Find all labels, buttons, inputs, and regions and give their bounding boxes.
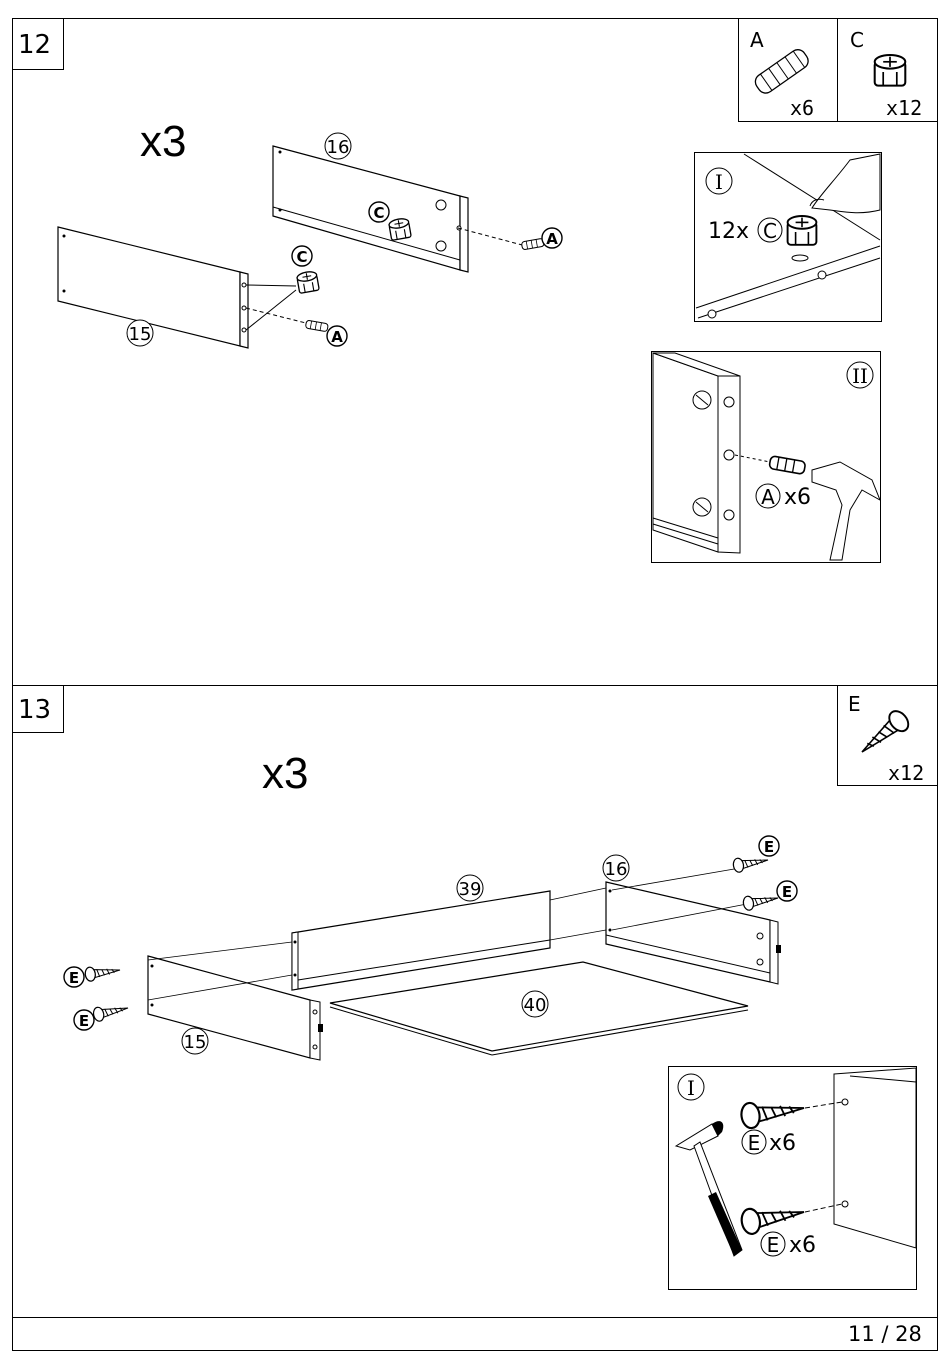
svg-text:E: E — [764, 838, 774, 856]
svg-text:15: 15 — [129, 324, 152, 345]
label-e-3: E — [759, 836, 779, 856]
panel-15 — [58, 227, 310, 348]
label-a-upper: A — [542, 228, 562, 248]
part-39-label: 39 — [457, 875, 483, 901]
detail-e-qty-top: x6 — [769, 1131, 796, 1156]
detail-ii-qty: x6 — [784, 485, 811, 510]
detail-ii-letter: A — [761, 485, 775, 509]
part-40-label: 40 — [522, 991, 548, 1017]
cam-lock-c-icon — [875, 55, 906, 86]
svg-text:39: 39 — [459, 879, 482, 900]
dowel-a-icon — [752, 47, 811, 97]
detail-i-roman: I — [715, 170, 723, 194]
screw-e-1 — [84, 963, 121, 982]
panel-16-side — [606, 882, 781, 984]
svg-text:15: 15 — [184, 1032, 207, 1053]
label-c-upper: C — [369, 202, 389, 222]
label-e-1: E — [64, 967, 84, 987]
screw-e-2 — [92, 1001, 129, 1022]
screw-e-icon — [855, 707, 912, 760]
cam-lock-upper — [388, 217, 411, 240]
detail-ii-drawing — [653, 353, 880, 560]
svg-text:A: A — [546, 230, 558, 248]
svg-text:C: C — [296, 248, 307, 266]
svg-text:E: E — [79, 1012, 89, 1030]
part-16-label: 16 — [325, 133, 351, 159]
svg-text:A: A — [331, 328, 343, 346]
detail-i-letter: C — [763, 219, 777, 243]
part-16-label-b: 16 — [603, 855, 629, 881]
screw-e-3 — [732, 853, 769, 873]
svg-text:E: E — [782, 883, 792, 901]
label-a-lower: A — [327, 326, 347, 346]
detail-e-letter-top: E — [748, 1131, 761, 1155]
detail-e-qty-bottom: x6 — [789, 1233, 816, 1258]
part-15-label-b: 15 — [182, 1028, 208, 1054]
label-e-2: E — [74, 1010, 94, 1030]
screw-e-4 — [742, 891, 779, 911]
dowel-a-lower — [305, 320, 328, 332]
svg-text:16: 16 — [605, 859, 628, 880]
part-15-label: 15 — [127, 320, 153, 346]
svg-text:E: E — [69, 969, 79, 987]
svg-text:40: 40 — [524, 995, 547, 1016]
label-c-lower: C — [292, 246, 312, 266]
dowel-a-upper — [521, 238, 544, 250]
detail-e-letter-bottom: E — [767, 1233, 780, 1257]
label-e-4: E — [777, 881, 797, 901]
detail-i-step13-roman: I — [687, 1076, 695, 1100]
detail-ii-roman: II — [852, 364, 868, 388]
svg-text:16: 16 — [327, 137, 350, 158]
cam-lock-lower — [296, 270, 319, 293]
svg-text:C: C — [373, 204, 384, 222]
detail-i-step13-drawing — [676, 1068, 916, 1256]
detail-i-prefix: 12x — [708, 219, 749, 244]
